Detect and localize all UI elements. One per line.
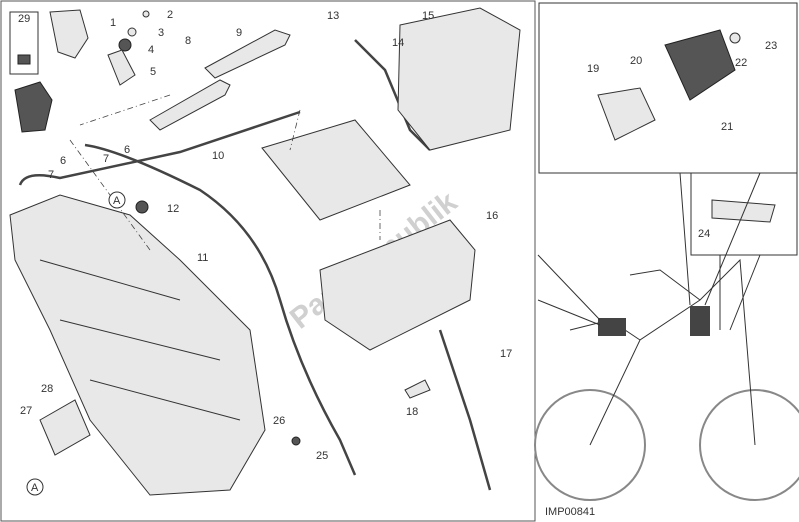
part-battery — [261, 119, 411, 221]
label-5[interactable]: 5 — [150, 66, 156, 78]
label-9[interactable]: 9 — [236, 27, 242, 39]
inset-leader-lines — [537, 172, 761, 331]
subframe-ribs — [39, 259, 241, 421]
label-8[interactable]: 8 — [185, 35, 191, 47]
label-6a[interactable]: 6 — [124, 144, 130, 156]
label-29[interactable]: 29 — [18, 13, 30, 25]
part-9-cover — [204, 29, 291, 79]
part-16-battery-holder — [319, 219, 476, 351]
part-21-regulator — [664, 29, 736, 101]
part-27-bracket — [39, 399, 91, 456]
main-frame — [0, 0, 536, 522]
ref-marker-a-top-label: A — [113, 195, 121, 207]
label-6b[interactable]: 6 — [60, 155, 66, 167]
ref-marker-a-bottom-label: A — [31, 482, 39, 494]
label-16[interactable]: 16 — [486, 210, 498, 222]
label-22[interactable]: 22 — [735, 57, 747, 69]
label-20[interactable]: 20 — [630, 55, 642, 67]
part-14-cable — [354, 39, 431, 151]
label-11[interactable]: 11 — [197, 252, 208, 264]
label-3[interactable]: 3 — [158, 27, 164, 39]
label-24[interactable]: 24 — [698, 228, 710, 240]
label-7a[interactable]: 7 — [103, 153, 109, 165]
ref-marker-a-bottom — [26, 478, 44, 496]
part-10-cable — [18, 110, 301, 186]
label-26[interactable]: 26 — [273, 415, 285, 427]
part-25-clip — [291, 436, 301, 446]
label-19[interactable]: 19 — [587, 63, 599, 75]
rear-subframe — [9, 194, 266, 496]
label-15[interactable]: 15 — [422, 10, 434, 22]
label-18[interactable]: 18 — [406, 406, 418, 418]
part-29-fuse — [17, 54, 31, 65]
label-1[interactable]: 1 — [110, 17, 116, 29]
label-17[interactable]: 17 — [500, 348, 512, 360]
part-19-cover — [597, 87, 656, 141]
image-code: IMP00841 — [545, 506, 595, 518]
label-25[interactable]: 25 — [316, 450, 328, 462]
part-8-cover — [149, 79, 231, 131]
part-22-washer — [729, 32, 741, 44]
part-4-grommet — [118, 38, 132, 52]
part-24-bracket — [711, 199, 776, 223]
label-14[interactable]: 14 — [392, 37, 404, 49]
motorcycle-illustration — [534, 258, 799, 501]
assembly-lines — [69, 94, 381, 251]
part-11-cable — [84, 143, 357, 476]
label-10[interactable]: 10 — [212, 150, 224, 162]
callout-labels: 29 1 2 3 4 5 6 6 7 7 8 9 10 11 12 13 14 … — [18, 9, 777, 462]
label-4[interactable]: 4 — [148, 44, 154, 56]
label-27[interactable]: 27 — [20, 405, 32, 417]
part-15-ecu — [397, 7, 521, 151]
label-7b[interactable]: 7 — [48, 169, 54, 181]
label-28[interactable]: 28 — [41, 383, 53, 395]
part-5-bracket — [107, 49, 136, 86]
label-2[interactable]: 2 — [167, 9, 173, 21]
inset-bracket-box — [690, 172, 798, 256]
part-3-washer — [127, 27, 137, 37]
label-23[interactable]: 23 — [765, 40, 777, 52]
ref-marker-a-top — [108, 191, 126, 209]
part-1-relay — [14, 81, 53, 133]
label-12[interactable]: 12 — [167, 203, 179, 215]
part-17-cable — [438, 329, 492, 491]
label-21[interactable]: 21 — [721, 121, 733, 133]
part-2-screw — [142, 10, 150, 18]
part-18-clip — [404, 379, 431, 399]
label-13[interactable]: 13 — [327, 10, 339, 22]
part-12-grommet — [135, 200, 149, 214]
part-1-cover — [49, 9, 89, 59]
fuse-inset-box — [9, 11, 39, 75]
inset-regulator-box — [538, 2, 798, 174]
